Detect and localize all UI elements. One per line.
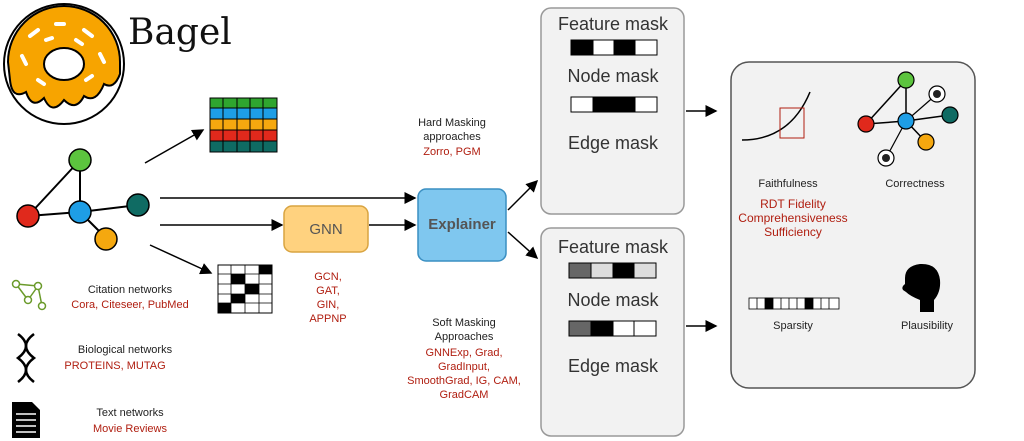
soft-method-line-4: GradCAM	[439, 389, 489, 401]
soft-masking-title-line1: Soft Masking	[432, 317, 496, 329]
hard-edge-mask-title: Edge mask	[567, 133, 659, 153]
soft-masking-title: Soft Masking Approaches	[404, 316, 524, 344]
hard-feature-mask-bar	[570, 39, 658, 56]
soft-masking-title-line2: Approaches	[434, 331, 494, 343]
document-icon	[12, 402, 40, 438]
biological-networks-title: Biological networks	[77, 344, 173, 356]
plausibility-head-icon	[902, 263, 941, 312]
correctness-title: Correctness	[885, 178, 945, 190]
explainer-label: Explainer	[428, 216, 496, 233]
soft-feature-mask-title: Feature mask	[557, 237, 669, 257]
gnn-models: GCN, GAT, GIN, APPNP	[298, 270, 358, 326]
faithfulness-item-2: Comprehensiveness	[738, 211, 848, 225]
bagel-logo-icon	[3, 3, 125, 125]
hard-masking-title: Hard Masking approaches	[400, 116, 504, 144]
hard-node-mask-bar	[570, 96, 658, 113]
gnn-box	[283, 205, 369, 253]
text-networks-title: Text networks	[96, 407, 164, 419]
hard-masking-title-line1: Hard Masking	[418, 117, 486, 129]
bagel-logo-text: Bagel	[128, 12, 232, 53]
sparsity-title: Sparsity	[773, 320, 813, 332]
soft-method-line-2: GradInput,	[438, 361, 490, 373]
faithfulness-item-1: RDT Fidelity	[760, 197, 826, 211]
hard-masking-methods: Zorro, PGM	[423, 146, 481, 158]
correctness-graph-icon	[857, 71, 959, 167]
citation-networks-title: Citation networks	[87, 284, 173, 296]
gnn-model-1: GCN,	[314, 271, 342, 283]
hard-masking-title-line2: approaches	[423, 131, 481, 143]
citation-networks-items: Cora, Citeseer, PubMed	[71, 299, 189, 311]
adjacency-matrix-icon	[217, 264, 273, 314]
faithfulness-curve-icon	[741, 91, 811, 141]
explainer-box	[417, 188, 507, 262]
gnn-model-3: GIN,	[316, 299, 340, 311]
faithfulness-title: Faithfulness	[758, 178, 818, 190]
gnn-model-4: APPNP	[309, 313, 347, 325]
faithfulness-items: RDT Fidelity Comprehensiveness Sufficien…	[728, 197, 858, 239]
text-networks-items: Movie Reviews	[93, 423, 167, 435]
faithfulness-item-3: Sufficiency	[764, 225, 822, 239]
feature-matrix-icon	[209, 97, 278, 153]
soft-masking-methods: GNNExp, Grad, GradInput, SmoothGrad, IG,…	[389, 346, 539, 402]
sparsity-bar-icon	[748, 297, 840, 310]
soft-edge-mask-title: Edge mask	[567, 356, 659, 376]
soft-node-mask-title: Node mask	[567, 290, 659, 310]
gnn-model-2: GAT,	[316, 285, 340, 297]
soft-method-line-1: GNNExp, Grad,	[425, 347, 503, 359]
soft-node-mask-bar	[568, 320, 657, 337]
soft-feature-mask-bar	[568, 262, 657, 279]
dna-icon	[15, 333, 37, 383]
hard-node-mask-title: Node mask	[567, 66, 659, 86]
plausibility-title: Plausibility	[901, 320, 953, 332]
input-graph-icon	[16, 148, 150, 251]
gnn-label: GNN	[309, 221, 343, 238]
citation-network-icon	[11, 279, 47, 311]
hard-feature-mask-title: Feature mask	[557, 14, 669, 34]
soft-method-line-3: SmoothGrad, IG, CAM,	[407, 375, 521, 387]
biological-networks-items: PROTEINS, MUTAG	[64, 360, 166, 372]
